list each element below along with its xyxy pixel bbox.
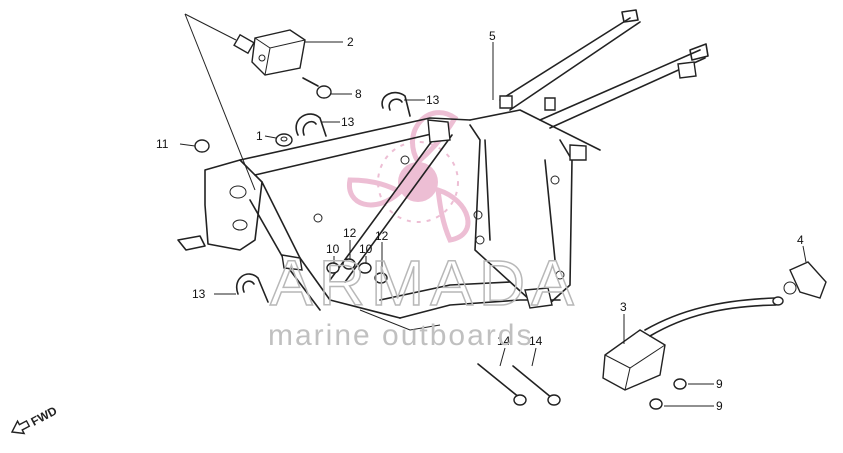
callout-14b: 14 <box>529 334 543 348</box>
leader-lines <box>179 13 807 407</box>
bolts-part-14 <box>477 363 561 406</box>
clamp-part-13-c <box>235 273 269 303</box>
callout-9b: 9 <box>716 399 723 413</box>
nut-part-1 <box>275 133 293 147</box>
callout-1: 1 <box>256 129 263 143</box>
nut-part-11 <box>194 139 210 153</box>
watermark-logo <box>347 110 471 243</box>
forward-arrow-icon: FWD <box>10 403 60 435</box>
watermark-title: ARMADA <box>270 247 580 319</box>
plug-cap-part-4 <box>783 261 827 299</box>
callout-9a: 9 <box>716 377 723 391</box>
callout-8: 8 <box>355 87 362 101</box>
callout-13c: 13 <box>192 287 206 301</box>
callout-11: 11 <box>156 137 169 151</box>
callout-10a: 10 <box>326 242 340 256</box>
callout-14a: 14 <box>497 334 511 348</box>
callout-12b: 12 <box>375 229 389 243</box>
callout-2: 2 <box>347 35 354 49</box>
relay-part-2 <box>233 29 306 76</box>
callout-labels: 2 5 8 13 13 1 11 10 12 10 12 4 13 3 14 1… <box>156 29 804 413</box>
callout-4: 4 <box>797 233 804 247</box>
callout-12a: 12 <box>343 226 357 240</box>
clamp-part-13-b <box>295 113 327 137</box>
callout-3: 3 <box>620 300 627 314</box>
callout-13b: 13 <box>341 115 355 129</box>
fwd-label: FWD <box>29 403 60 428</box>
clamp-part-13-a <box>381 91 411 117</box>
callout-13a: 13 <box>426 93 440 107</box>
screws-part-9 <box>649 378 687 410</box>
ignition-coil-part-3 <box>602 296 784 391</box>
frame-body <box>177 9 709 331</box>
fasteners-10-12 <box>326 258 388 284</box>
bolt-part-8 <box>302 77 332 99</box>
callout-10b: 10 <box>359 242 373 256</box>
watermark-subtitle: marine outboards <box>268 319 533 352</box>
callout-5: 5 <box>489 29 496 43</box>
